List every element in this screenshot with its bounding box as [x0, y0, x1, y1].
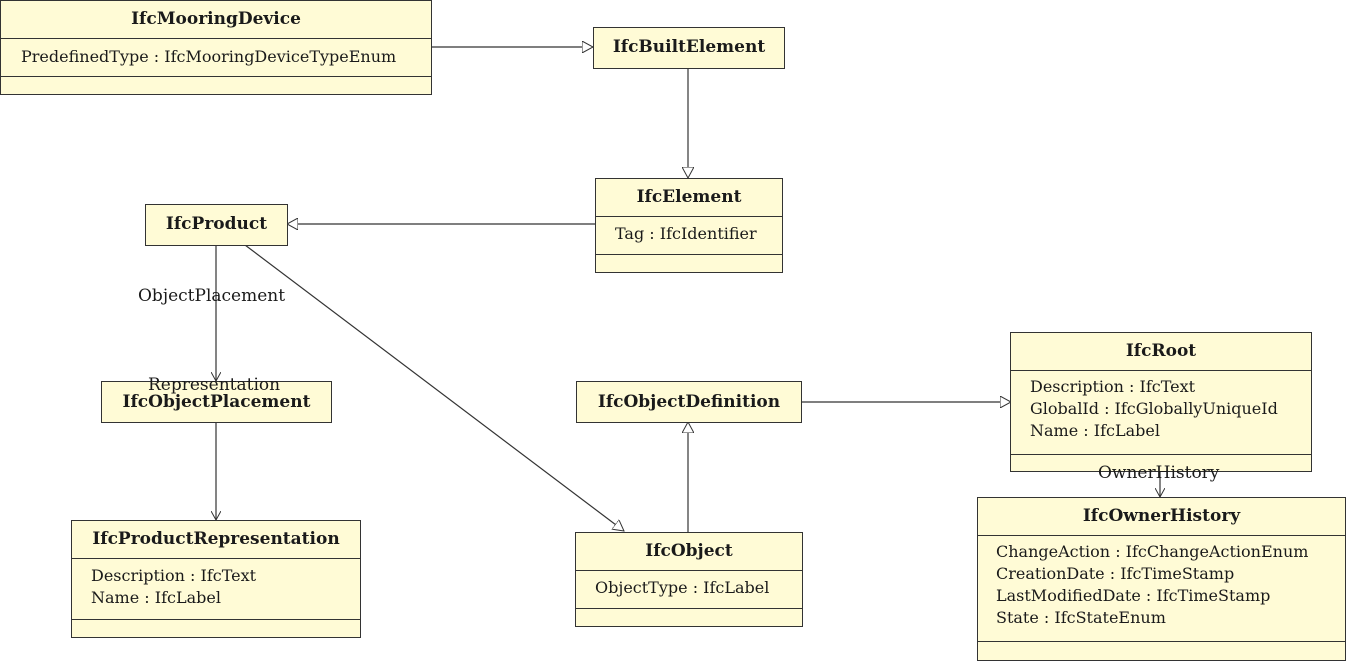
attribute: GlobalId : IfcGloballyUniqueId: [1030, 399, 1278, 418]
attribute: Tag : IfcIdentifier: [615, 224, 757, 243]
attribute: State : IfcStateEnum: [996, 608, 1166, 627]
attribute: LastModifiedDate : IfcTimeStamp: [996, 586, 1271, 605]
class-ifcroot[interactable]: IfcRoot Description : IfcText GlobalId :…: [1010, 332, 1312, 472]
attribute: ChangeAction : IfcChangeActionEnum: [996, 542, 1309, 561]
class-name: IfcProductRepresentation: [92, 529, 340, 549]
attribute: PredefinedType : IfcMooringDeviceTypeEnu…: [21, 47, 397, 66]
generalization-product-to-object: [244, 244, 624, 531]
association-label-objectplacement: ObjectPlacement: [138, 286, 286, 306]
class-ifcobjectplacement[interactable]: IfcObjectPlacement: [101, 381, 332, 423]
class-ifcownerhistory[interactable]: IfcOwnerHistory ChangeAction : IfcChange…: [977, 497, 1346, 661]
class-name: IfcMooringDevice: [131, 9, 301, 29]
class-ifcmooringdevice[interactable]: IfcMooringDevice PredefinedType : IfcMoo…: [0, 0, 432, 95]
attribute-section: ChangeAction : IfcChangeActionEnum Creat…: [978, 535, 1345, 641]
attribute-section: ObjectType : IfcLabel: [576, 570, 802, 608]
class-name: IfcRoot: [1125, 341, 1197, 361]
attribute-section: Tag : IfcIdentifier: [596, 216, 782, 254]
class-ifcobject[interactable]: IfcObject ObjectType : IfcLabel: [575, 532, 803, 627]
class-name: IfcObject: [645, 541, 733, 561]
class-name: IfcObjectDefinition: [597, 392, 781, 412]
attribute: CreationDate : IfcTimeStamp: [996, 564, 1235, 583]
class-name: IfcBuiltElement: [612, 37, 766, 57]
association-label-ownerhistory: OwnerHistory: [1098, 463, 1220, 483]
class-ifcelement[interactable]: IfcElement Tag : IfcIdentifier: [595, 178, 783, 273]
attribute-section: Description : IfcText GlobalId : IfcGlob…: [1011, 370, 1311, 454]
operation-section: [1011, 454, 1311, 471]
operation-section: [72, 619, 360, 637]
operation-section: [978, 641, 1345, 660]
class-ifcobjectdefinition[interactable]: IfcObjectDefinition: [576, 381, 802, 423]
attribute-section: PredefinedType : IfcMooringDeviceTypeEnu…: [1, 38, 431, 76]
attribute: Description : IfcText: [1030, 377, 1196, 396]
attribute: Name : IfcLabel: [1030, 421, 1160, 440]
attribute: ObjectType : IfcLabel: [595, 578, 770, 597]
class-name: IfcOwnerHistory: [1082, 506, 1241, 526]
attribute: Description : IfcText: [91, 566, 257, 585]
class-ifcbuiltelement[interactable]: IfcBuiltElement: [593, 27, 785, 69]
association-label-representation: Representation: [148, 375, 281, 395]
class-name: IfcProduct: [165, 214, 268, 234]
class-ifcproductrepresentation[interactable]: IfcProductRepresentation Description : I…: [71, 520, 361, 638]
class-ifcproduct[interactable]: IfcProduct: [145, 204, 288, 246]
class-name: IfcElement: [636, 187, 742, 207]
attribute: Name : IfcLabel: [91, 588, 221, 607]
operation-section: [1, 76, 431, 94]
operation-section: [596, 254, 782, 272]
attribute-section: Description : IfcText Name : IfcLabel: [72, 558, 360, 619]
operation-section: [576, 608, 802, 626]
class-name: IfcObjectPlacement: [122, 392, 311, 412]
